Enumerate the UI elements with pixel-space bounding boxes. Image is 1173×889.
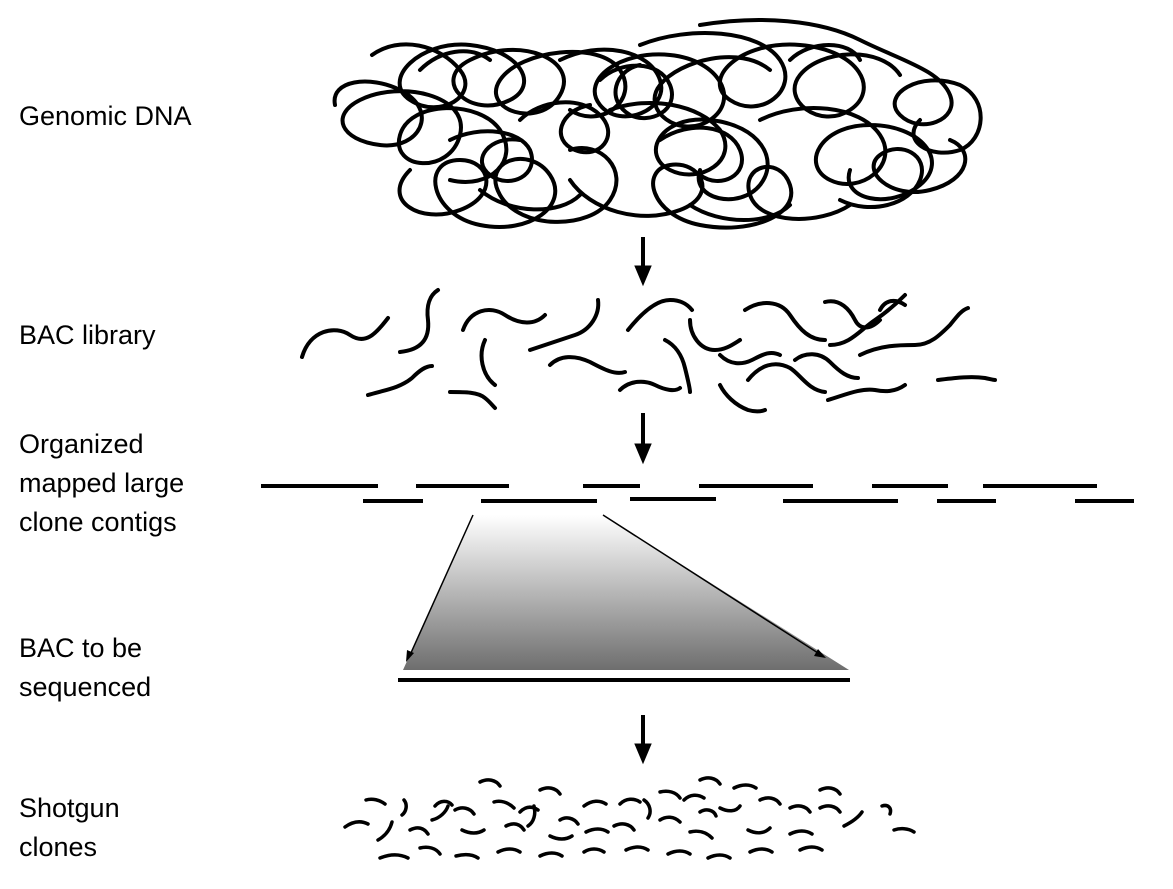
label-contigs: Organized mapped large clone contigs <box>19 425 184 542</box>
down-arrow-icon <box>634 237 652 287</box>
zoom-funnel <box>403 514 849 670</box>
down-arrow-icon <box>634 413 652 465</box>
label-line: clones <box>19 832 98 862</box>
genomic-dna-tangle <box>332 18 983 230</box>
label-line: BAC to be <box>19 633 143 663</box>
label-shotgun: Shotgun clones <box>19 789 120 867</box>
label-line: clone contigs <box>19 507 177 537</box>
label-genomic-dna: Genomic DNA <box>19 97 192 136</box>
label-line: Shotgun <box>19 793 120 823</box>
label-bac-library: BAC library <box>19 316 156 355</box>
clone-contigs <box>261 484 1134 503</box>
down-arrow-icon <box>634 715 652 765</box>
label-bac-sequenced: BAC to be sequenced <box>19 629 151 707</box>
label-line: mapped large <box>19 468 185 498</box>
label-line: Genomic DNA <box>19 101 192 131</box>
label-line: BAC library <box>19 320 156 350</box>
bac-library-fragments <box>300 288 997 414</box>
shotgun-clones <box>343 776 916 860</box>
label-line: sequenced <box>19 672 152 702</box>
label-line: Organized <box>19 429 144 459</box>
